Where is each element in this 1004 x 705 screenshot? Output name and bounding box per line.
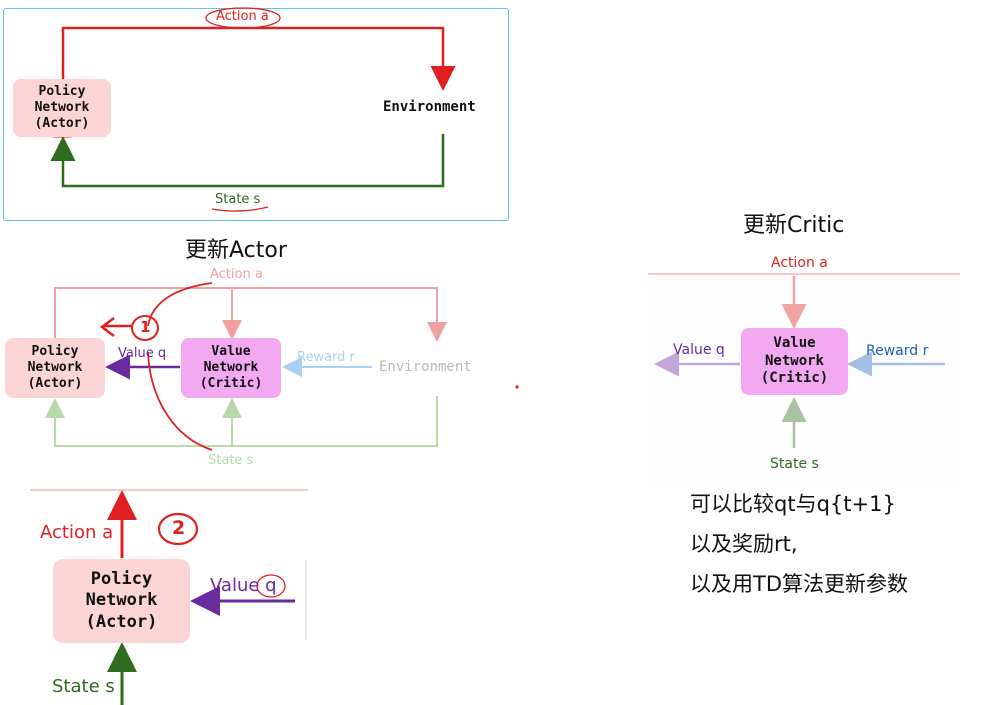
top-state-underline (211, 206, 269, 212)
actor-state-faded-line (45, 396, 438, 447)
zoom-value-label: Value q (210, 575, 277, 596)
step1-circle (131, 315, 159, 341)
top-state-arrow (50, 134, 445, 188)
step2-circle (157, 512, 199, 546)
critic-note-line-3: 以及用TD算法更新参数 (690, 572, 908, 596)
zoom-policy-network-box: Policy Network (Actor) (53, 559, 190, 643)
actor-value-label: Value q (118, 346, 167, 361)
step1-number: 1 (140, 318, 151, 336)
zoom-q-circle (256, 574, 286, 598)
actor-critic-network-box: Value Network (Critic) (181, 338, 281, 398)
zoom-state-label: State s (52, 676, 115, 697)
critic-note-line-1: 可以比较qt与q{t+1} (690, 492, 896, 516)
critic-state-label: State s (770, 456, 819, 472)
actor-action-faded-line (54, 287, 447, 342)
critic-value-label: Value q (673, 342, 725, 358)
step2-number: 2 (172, 517, 186, 539)
step1-arrow (99, 317, 132, 337)
actor-environment-label: Environment (379, 359, 472, 375)
actor-annotation-curve-bottom (147, 351, 213, 451)
critic-action-label: Action a (771, 255, 828, 271)
actor-state-label: State s (208, 453, 254, 468)
critic-note: 可以比较qt与q{t+1} 以及奖励rt, 以及用TD算法更新参数 (690, 484, 908, 604)
zoom-action-label: Action a (40, 522, 114, 543)
actor-panel-title: 更新Actor (185, 238, 287, 263)
actor-action-label: Action a (210, 267, 263, 282)
top-state-label: State s (215, 192, 261, 207)
top-policy-network-box: Policy Network (Actor) (13, 79, 111, 137)
top-action-circle (205, 7, 281, 29)
stray-dot (515, 385, 519, 389)
top-environment-label: Environment (383, 99, 476, 115)
actor-reward-label: Reward r (297, 350, 355, 365)
actor-policy-network-box: Policy Network (Actor) (5, 338, 105, 398)
actor-annotation-curve-top (147, 282, 213, 327)
critic-panel-title: 更新Critic (743, 213, 845, 238)
critic-reward-label: Reward r (866, 343, 929, 359)
top-action-label: Action a (216, 9, 269, 24)
critic-value-network-box: Value Network (Critic) (741, 328, 848, 395)
top-action-arrow (61, 26, 456, 91)
critic-note-line-2: 以及奖励rt, (690, 532, 798, 556)
